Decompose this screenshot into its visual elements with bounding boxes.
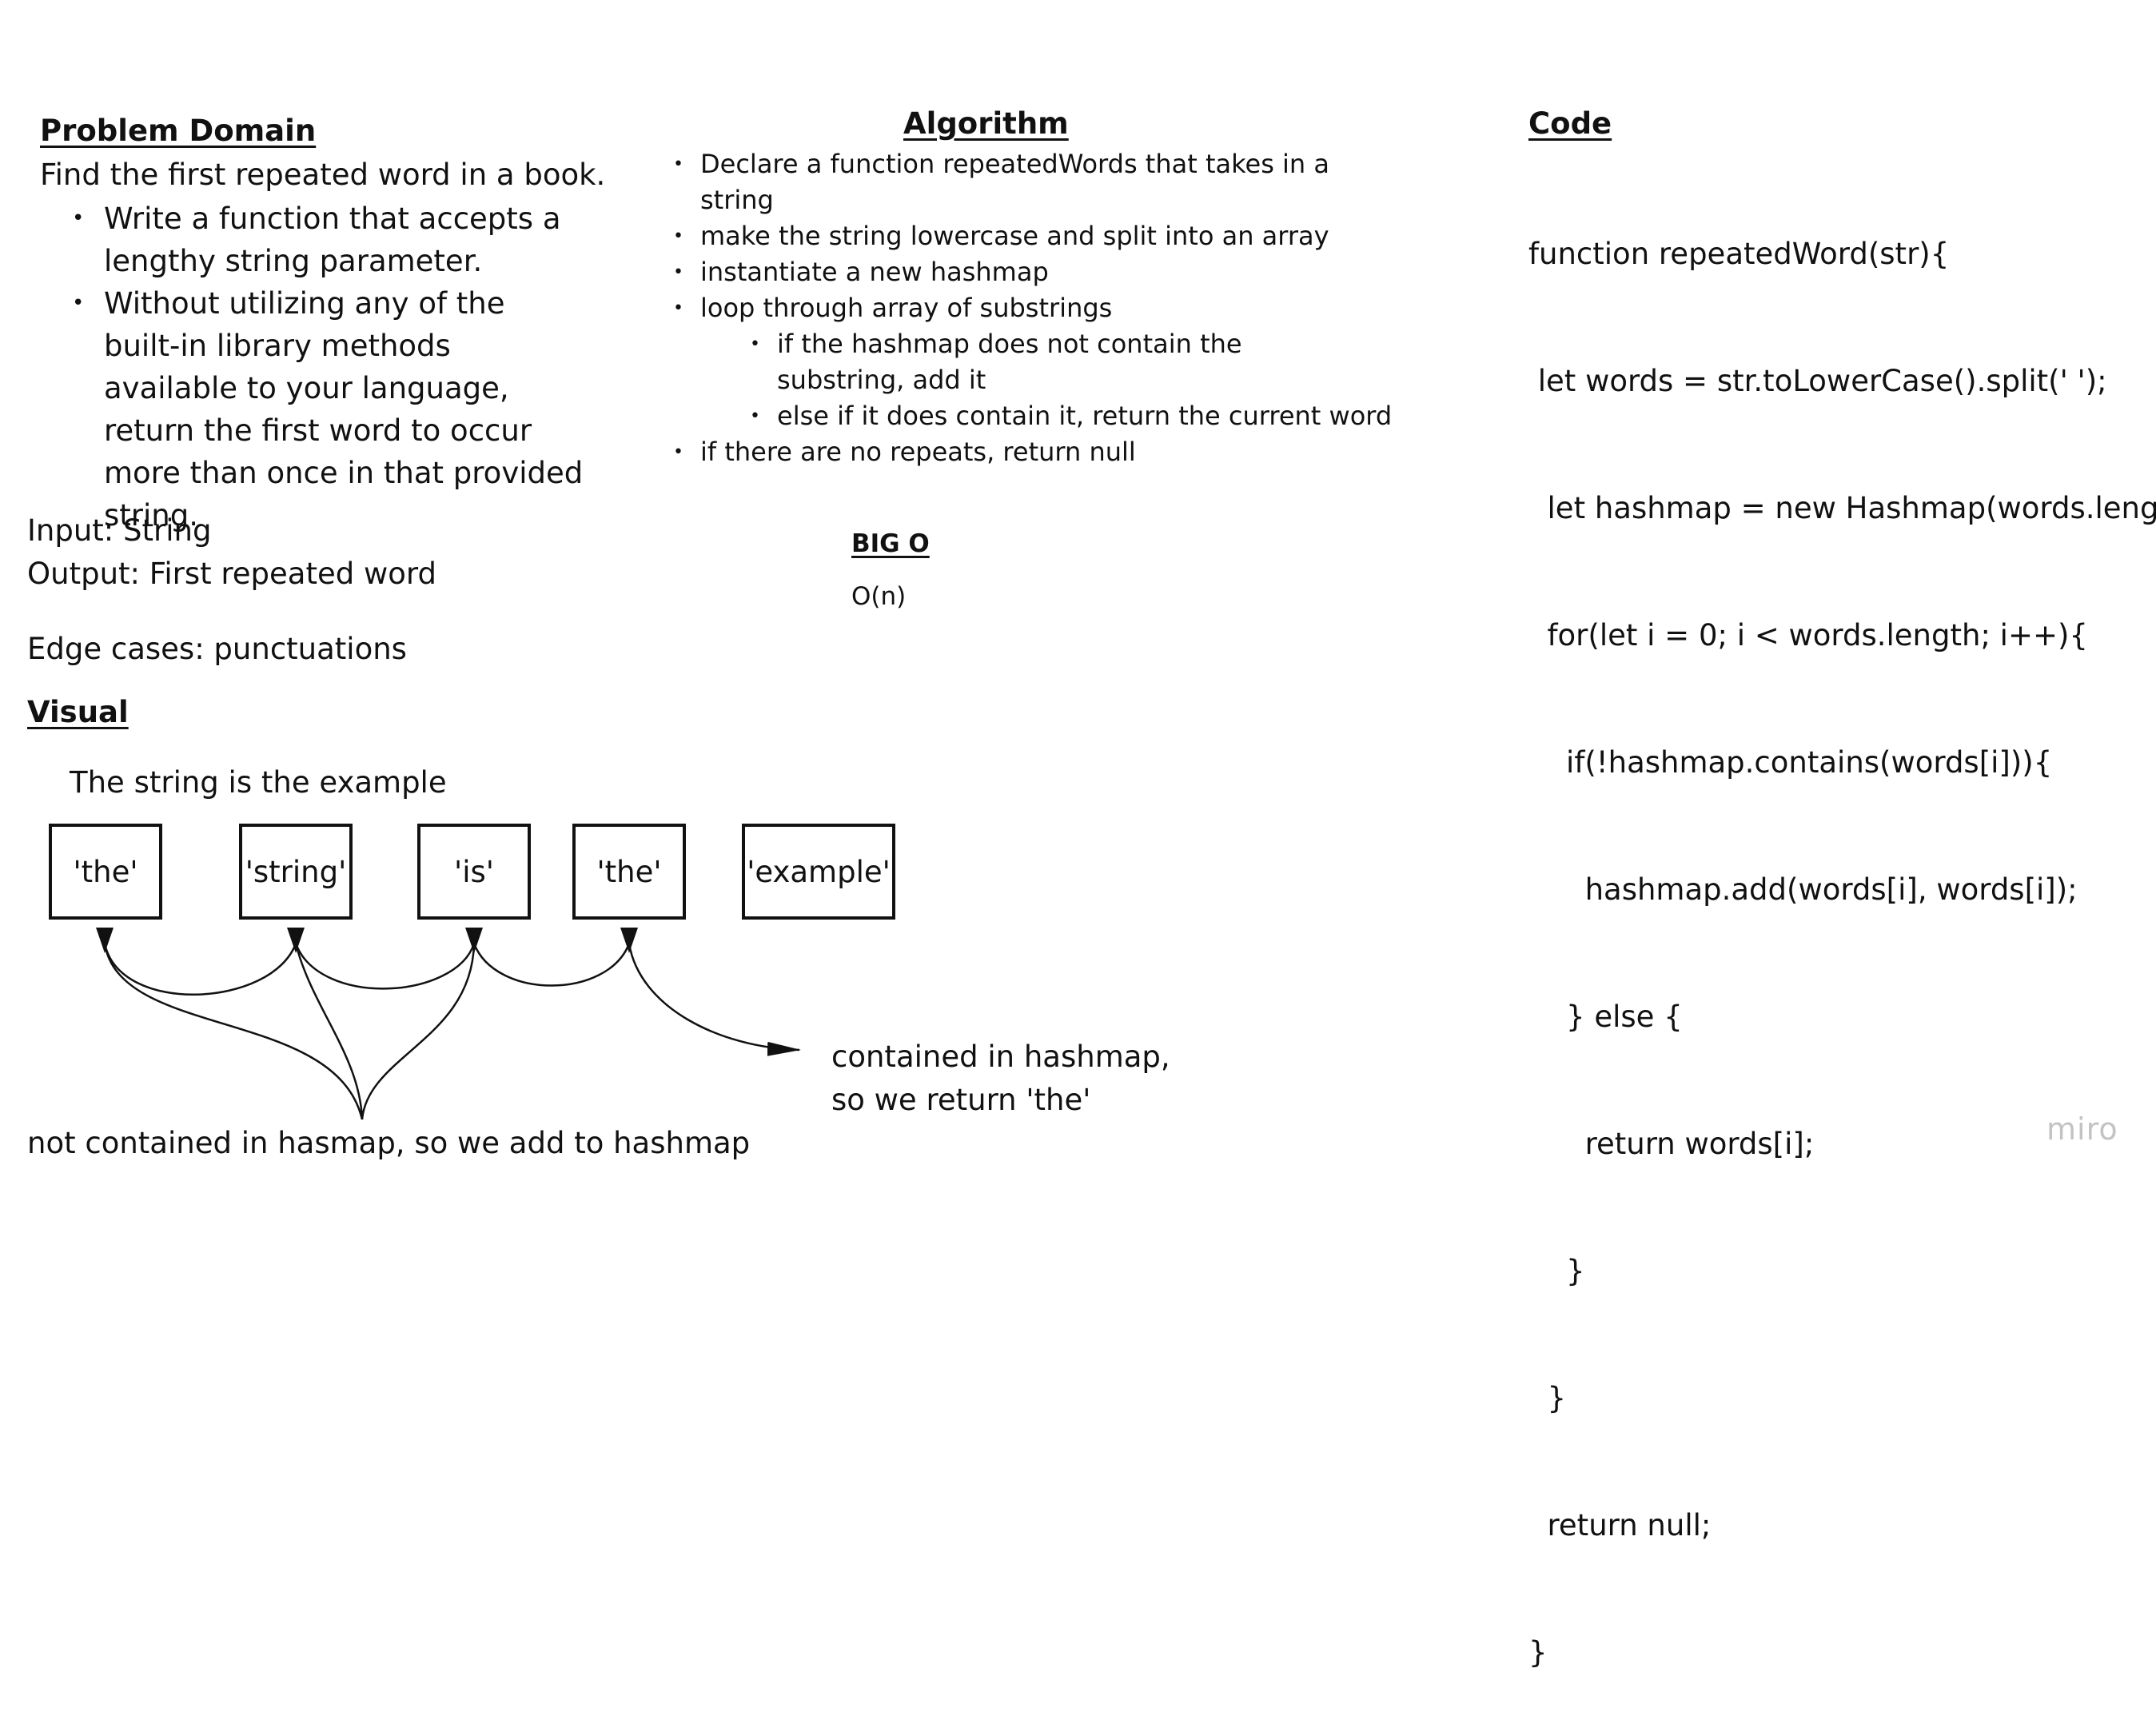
word-box-the: 'the' <box>49 824 162 920</box>
code-line: return words[i]; <box>1528 1127 1815 1161</box>
arrowhead-the <box>96 928 114 953</box>
curve-string-is <box>294 943 476 990</box>
curve-the-to-contained <box>628 943 801 1056</box>
problem-statement: Find the first repeated word in a book. <box>40 158 606 192</box>
code-line: for(let i = 0; i < words.length; i++){ <box>1528 618 2088 652</box>
arrowhead-is <box>465 928 483 953</box>
curve-the-string <box>103 943 297 996</box>
code-line: function repeatedWord(str){ <box>1528 237 1950 271</box>
curve-the-to-note <box>103 943 364 1120</box>
code-title: Code <box>1528 106 1612 141</box>
note-contained-line-2: so we return 'the' <box>831 1083 1091 1117</box>
word-box-the-repeat: 'the' <box>572 824 686 920</box>
requirement-item: Without utilizing any of the built-in li… <box>72 282 584 537</box>
algorithm-step: Declare a function repeatedWords that ta… <box>673 146 1404 218</box>
word-box-example: 'example' <box>742 824 895 920</box>
arrowhead-string <box>287 928 305 953</box>
code-line: hashmap.add(words[i], words[i]); <box>1528 872 2078 907</box>
algorithm-substep: else if it does contain it, return the c… <box>750 398 1404 434</box>
problem-domain-title: Problem Domain <box>40 114 317 148</box>
curve-string-to-note <box>294 943 364 1120</box>
code-line: if(!hashmap.contains(words[i])){ <box>1528 745 2053 780</box>
algorithm-title: Algorithm <box>903 106 1069 141</box>
visual-title: Visual <box>27 695 129 729</box>
code-line: return null; <box>1528 1508 1712 1542</box>
code-line: let words = str.toLowerCase().split(' ')… <box>1528 364 2107 398</box>
visual-arrows <box>96 928 801 1120</box>
output-spec: Output: First repeated word <box>27 557 436 591</box>
code-line: } else { <box>1528 1000 1683 1034</box>
note-not-contained: not contained in hasmap, so we add to ha… <box>27 1126 751 1160</box>
big-o-title: BIG O <box>851 529 930 558</box>
example-string: The string is the example <box>70 765 447 800</box>
curve-is-the <box>472 943 631 987</box>
algorithm-substep: if the hashmap does not contain the subs… <box>750 326 1337 398</box>
code-line: let hashmap = new Hashmap(words.length); <box>1528 491 2156 525</box>
requirement-item: Write a function that accepts a lengthy … <box>72 198 584 282</box>
algorithm-steps: Declare a function repeatedWords that ta… <box>673 146 1404 470</box>
big-o-value: O(n) <box>851 582 907 611</box>
word-box-is: 'is' <box>417 824 531 920</box>
note-contained-line-1: contained in hashmap, <box>831 1040 1170 1074</box>
edge-cases: Edge cases: punctuations <box>27 632 407 666</box>
problem-requirements-list: Write a function that accepts a lengthy … <box>72 198 584 537</box>
arrowhead-the-repeat <box>620 928 638 953</box>
input-spec: Input: String <box>27 513 212 548</box>
note-contained-in-hashmap: contained in hashmap, so we return 'the' <box>831 1036 1170 1122</box>
algorithm-step: instantiate a new hashmap <box>673 254 1404 290</box>
word-box-string: 'string' <box>239 824 353 920</box>
code-block: function repeatedWord(str){ let words = … <box>1528 148 2156 1716</box>
code-line: } <box>1528 1254 1585 1288</box>
code-line: } <box>1528 1381 1567 1415</box>
miro-logo[interactable]: miro <box>2046 1111 2118 1147</box>
code-line: } <box>1528 1635 1548 1670</box>
algorithm-step: if there are no repeats, return null <box>673 434 1404 470</box>
algorithm-step: make the string lowercase and split into… <box>673 218 1404 254</box>
algorithm-step: loop through array of substrings <box>673 290 1404 326</box>
curve-is-to-note <box>361 943 476 1120</box>
